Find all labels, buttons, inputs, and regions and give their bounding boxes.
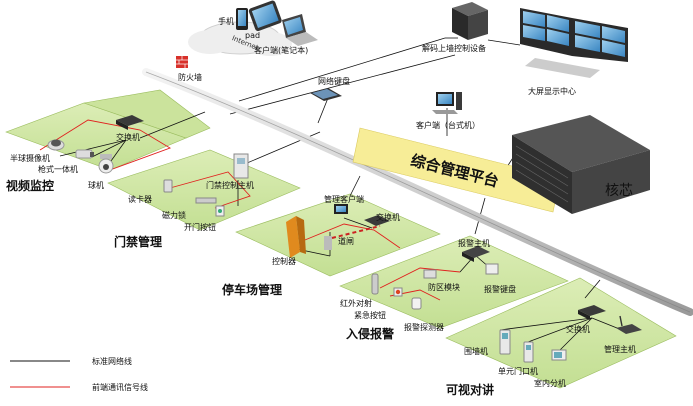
parking-switch-label: 交换机 xyxy=(376,212,400,222)
hemisphere-camera-label: 半球摄像机 xyxy=(10,153,50,163)
decoder-icon xyxy=(452,2,488,40)
phone-icon xyxy=(236,8,248,30)
indoor-unit-icon xyxy=(551,349,567,361)
video-switch-label: 交换机 xyxy=(116,132,140,142)
alarm-keyboard-icon xyxy=(485,263,499,275)
exit-button-icon xyxy=(215,205,225,217)
legend-signal-label: 前端通讯信号线 xyxy=(92,382,148,392)
intercom-mgmt-host-icon xyxy=(616,315,642,334)
magnetic-lock-label: 磁力锁 xyxy=(162,210,186,220)
pad-label: pad xyxy=(245,31,260,40)
firewall-label: 防火墙 xyxy=(178,72,202,82)
zone-module-label: 防区模块 xyxy=(428,282,460,292)
section-parking: 停车场管理 xyxy=(222,282,282,297)
card-reader-icon xyxy=(163,179,173,193)
intrusion-panel xyxy=(339,235,569,329)
phone-label: 手机 xyxy=(218,16,234,26)
emergency-button-label: 紧急按钮 xyxy=(354,310,386,320)
big-screen-label: 大屏显示中心 xyxy=(528,86,576,96)
desktop-client-icon xyxy=(432,92,462,114)
parking-controller-label: 控制器 xyxy=(272,256,296,266)
parking-mgmt-client-icon xyxy=(334,204,348,214)
access-controller-icon xyxy=(233,153,249,179)
intercom-switch-label: 交换机 xyxy=(566,324,590,334)
intercom-switch-icon xyxy=(578,305,606,320)
parking-mgmt-client-label: 管理客户端 xyxy=(324,194,364,204)
parking-panel xyxy=(235,193,441,277)
alarm-detector-label: 报警探测器 xyxy=(404,322,444,332)
bullet-camera-label: 枪式一体机 xyxy=(38,164,78,174)
video-panel-right xyxy=(83,89,211,139)
exit-button-label: 开门按钮 xyxy=(184,222,216,232)
ir-beam-icon xyxy=(371,273,379,295)
access-controller-label: 门禁控制主机 xyxy=(206,180,254,190)
alarm-detector-icon xyxy=(411,297,422,310)
ir-beam-label: 红外对射 xyxy=(340,298,372,308)
core-label: 核芯 xyxy=(605,183,633,199)
core-server xyxy=(512,115,650,214)
indoor-unit-label: 室内分机 xyxy=(534,378,566,388)
hemisphere-camera-icon xyxy=(47,139,65,151)
big-screen-icon xyxy=(520,8,628,78)
zone-module-icon xyxy=(423,269,437,279)
legend: 标准网络线 前端通讯信号线 xyxy=(10,356,148,392)
card-reader-label: 读卡器 xyxy=(128,194,152,204)
section-intercom: 可视对讲 xyxy=(446,382,494,397)
firewall-icon xyxy=(176,56,188,68)
intercom-panel xyxy=(445,277,677,389)
unit-door-unit-icon xyxy=(523,341,534,363)
video-switch-icon xyxy=(116,115,144,130)
section-video: 视频监控 xyxy=(6,178,54,193)
intercom-mgmt-host-label: 管理主机 xyxy=(604,344,636,354)
unit-door-unit-label: 单元门口机 xyxy=(498,366,538,376)
barrier-icon xyxy=(324,225,381,250)
laptop-client-label: 客户端(笔记本) xyxy=(254,45,308,55)
laptop-icon xyxy=(282,14,318,46)
bullet-camera-icon xyxy=(75,149,94,159)
barrier-label: 道闸 xyxy=(338,236,354,246)
signal-lines xyxy=(39,119,461,301)
parking-switch-icon xyxy=(364,215,390,226)
wall-unit-icon xyxy=(499,329,511,355)
alarm-host-label: 报警主机 xyxy=(458,238,490,248)
alarm-keyboard-label: 报警键盘 xyxy=(484,284,516,294)
alarm-host-icon xyxy=(462,246,490,262)
section-intrusion: 入侵报警 xyxy=(346,326,394,341)
wall-unit-label: 围墙机 xyxy=(464,346,488,356)
network-keyboard-label: 网络键盘 xyxy=(318,76,350,86)
decoder-label: 解码上墙控制设备 xyxy=(422,43,486,53)
dome-camera-icon xyxy=(98,154,114,174)
legend-network-label: 标准网络线 xyxy=(92,356,132,366)
section-access: 门禁管理 xyxy=(114,234,162,249)
network-keyboard-icon xyxy=(310,88,342,101)
parking-controller-icon xyxy=(286,216,306,258)
desktop-client-label: 客户端（台式机） xyxy=(416,120,480,130)
emergency-button-icon xyxy=(393,287,403,297)
access-panel xyxy=(107,149,301,231)
magnetic-lock-icon xyxy=(195,197,217,204)
pad-icon xyxy=(248,0,282,31)
dome-camera-label: 球机 xyxy=(88,180,104,190)
